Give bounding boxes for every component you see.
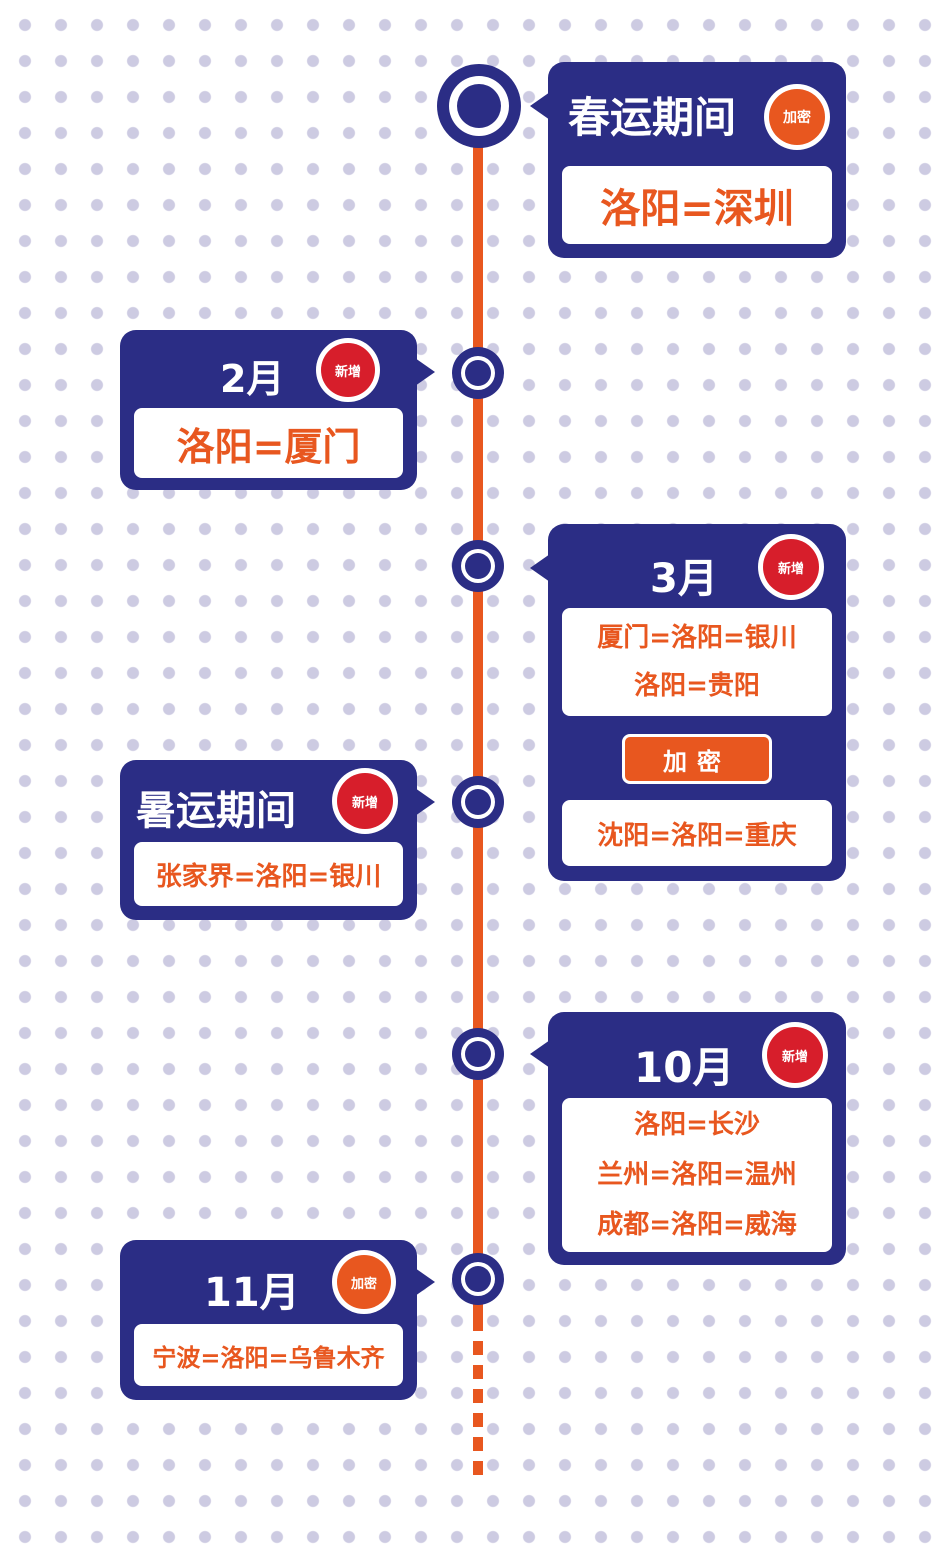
event-title: 暑运期间 <box>136 788 296 834</box>
timeline-node-mar <box>452 540 504 592</box>
route-box: 洛阳=长沙 兰州=洛阳=温州 成都=洛阳=威海 <box>562 1098 832 1252</box>
badge-encrypt: 加密 <box>332 1250 396 1314</box>
route-box: 张家界=洛阳=银川 <box>134 842 403 906</box>
badge-new: 新增 <box>762 1022 828 1088</box>
timeline-node-feb <box>452 347 504 399</box>
route-text: 洛阳=贵阳 <box>634 671 760 701</box>
badge-new: 新增 <box>332 768 398 834</box>
event-title: 2月 <box>220 357 285 401</box>
route-box: 厦门=洛阳=银川 洛阳=贵阳 <box>562 608 832 716</box>
route-box: 宁波=洛阳=乌鲁木齐 <box>134 1324 403 1386</box>
timeline-line <box>473 105 483 1317</box>
route-text: 成都=洛阳=威海 <box>597 1210 797 1240</box>
timeline-continuation <box>473 1317 483 1477</box>
event-card-mar: 3月 新增 厦门=洛阳=银川 洛阳=贵阳 加密 沈阳=洛阳=重庆 <box>530 524 846 881</box>
event-card-feb: 2月 新增 洛阳=厦门 <box>120 330 435 490</box>
route-text: 兰州=洛阳=温州 <box>597 1160 797 1190</box>
timeline-node-spring <box>437 64 521 148</box>
route-text: 沈阳=洛阳=重庆 <box>597 820 797 851</box>
route-box: 洛阳=厦门 <box>134 408 403 478</box>
route-text: 洛阳=长沙 <box>634 1110 760 1140</box>
event-card-oct: 10月 新增 洛阳=长沙 兰州=洛阳=温州 成都=洛阳=威海 <box>530 1012 846 1265</box>
event-card-spring: 春运期间 加密 洛阳=深圳 <box>530 62 846 258</box>
event-card-summer: 暑运期间 新增 张家界=洛阳=银川 <box>120 760 435 920</box>
route-text: 厦门=洛阳=银川 <box>597 623 797 653</box>
encrypt-tag: 加密 <box>622 734 772 784</box>
timeline-node-oct <box>452 1028 504 1080</box>
badge-new: 新增 <box>316 338 380 402</box>
route-text: 洛阳=深圳 <box>600 186 794 232</box>
route-text: 宁波=洛阳=乌鲁木齐 <box>152 1343 385 1372</box>
event-title: 11月 <box>204 1270 300 1316</box>
route-text: 张家界=洛阳=银川 <box>155 861 382 892</box>
timeline-node-nov <box>452 1253 504 1305</box>
event-title: 春运期间 <box>568 93 737 142</box>
event-title: 10月 <box>634 1043 735 1092</box>
route-text: 洛阳=厦门 <box>176 424 361 469</box>
route-box: 沈阳=洛阳=重庆 <box>562 800 832 866</box>
timeline-node-summer <box>452 776 504 828</box>
badge-encrypt: 加密 <box>764 84 830 150</box>
event-title: 3月 <box>650 556 718 602</box>
route-box: 洛阳=深圳 <box>562 166 832 244</box>
event-card-nov: 11月 加密 宁波=洛阳=乌鲁木齐 <box>120 1240 435 1400</box>
badge-new: 新增 <box>758 534 824 600</box>
